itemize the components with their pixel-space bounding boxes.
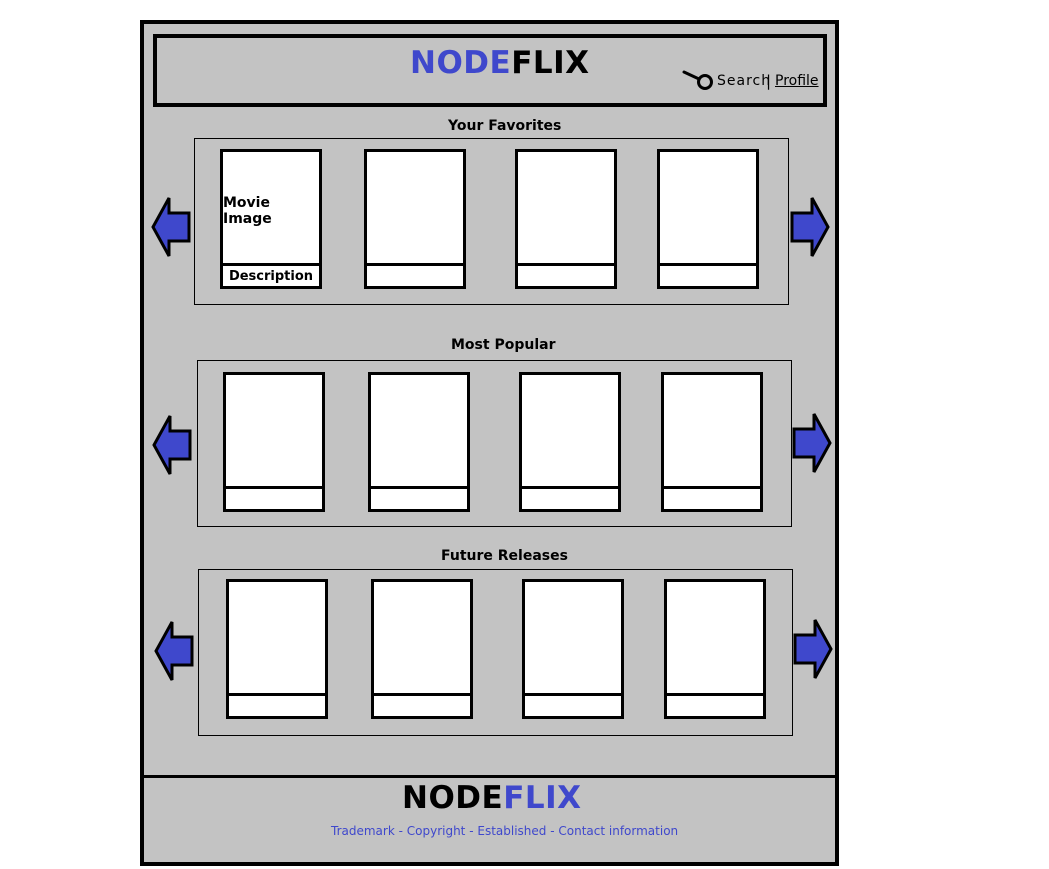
arrow-right-icon [792,412,832,474]
carousel-favorites-prev[interactable] [151,196,191,258]
movie-description [229,693,325,716]
footer-logo[interactable]: NODEFLIX [402,780,582,816]
movie-description [667,693,763,716]
movie-card-favorites-2[interactable] [364,149,466,289]
movie-card-future-2[interactable] [371,579,473,719]
movie-card-popular-1[interactable] [223,372,325,512]
carousel-future-next[interactable] [793,618,833,680]
arrow-left-icon [151,196,191,258]
movie-image [525,582,621,699]
movie-image [226,375,322,492]
profile-link[interactable]: Profile [775,73,819,89]
movie-image [229,582,325,699]
footer-link-separator: - [394,824,407,838]
logo-part-node: NODE [410,45,512,81]
movie-image [371,375,467,492]
search-link[interactable]: Search [717,73,772,89]
movie-image: Movie Image [223,194,272,227]
footer-link-separator: - [546,824,559,838]
movie-card-popular-2[interactable] [368,372,470,512]
movie-card-future-3[interactable] [522,579,624,719]
movie-card-future-4[interactable] [664,579,766,719]
logo-part-flix: FLIX [511,45,590,81]
logo-part-flix: FLIX [503,780,582,816]
search-icon[interactable] [682,70,716,92]
logo-part-node: NODE [402,780,504,816]
section-title-future: Future Releases [441,548,568,564]
movie-description [522,486,618,509]
nav-separator: | [766,72,772,90]
movie-card-favorites-1[interactable]: Movie Image Description [220,149,322,289]
footer-link-contact[interactable]: Contact information [558,824,679,838]
footer-links: Trademark - Copyright - Established - Co… [331,824,678,838]
header-bar [153,34,827,107]
movie-image [518,152,614,269]
movie-description [525,693,621,716]
movie-image [374,582,470,699]
movie-description [518,263,614,286]
movie-card-favorites-4[interactable] [657,149,759,289]
carousel-popular-prev[interactable] [152,414,192,476]
movie-description [660,263,756,286]
movie-image [522,375,618,492]
movie-description [226,486,322,509]
movie-description [371,486,467,509]
carousel-favorites-next[interactable] [790,196,830,258]
header-logo[interactable]: NODEFLIX [410,45,590,81]
arrow-left-icon [152,414,192,476]
movie-image [367,152,463,269]
arrow-left-icon [154,620,194,682]
movie-image [664,375,760,492]
movie-card-popular-4[interactable] [661,372,763,512]
footer-link-copyright[interactable]: Copyright [406,824,466,838]
movie-image [660,152,756,269]
movie-description: Description [223,263,319,286]
arrow-right-icon [793,618,833,680]
arrow-right-icon [790,196,830,258]
movie-card-favorites-3[interactable] [515,149,617,289]
footer-link-established[interactable]: Established [477,824,547,838]
movie-card-popular-3[interactable] [519,372,621,512]
movie-image [667,582,763,699]
footer-bar [144,775,835,861]
carousel-popular-next[interactable] [792,412,832,474]
movie-description [664,486,760,509]
movie-description [374,693,470,716]
section-title-favorites: Your Favorites [448,118,562,134]
footer-link-separator: - [465,824,478,838]
footer-link-trademark[interactable]: Trademark [331,824,395,838]
movie-card-future-1[interactable] [226,579,328,719]
movie-description [367,263,463,286]
carousel-future-prev[interactable] [154,620,194,682]
section-title-popular: Most Popular [451,337,556,353]
